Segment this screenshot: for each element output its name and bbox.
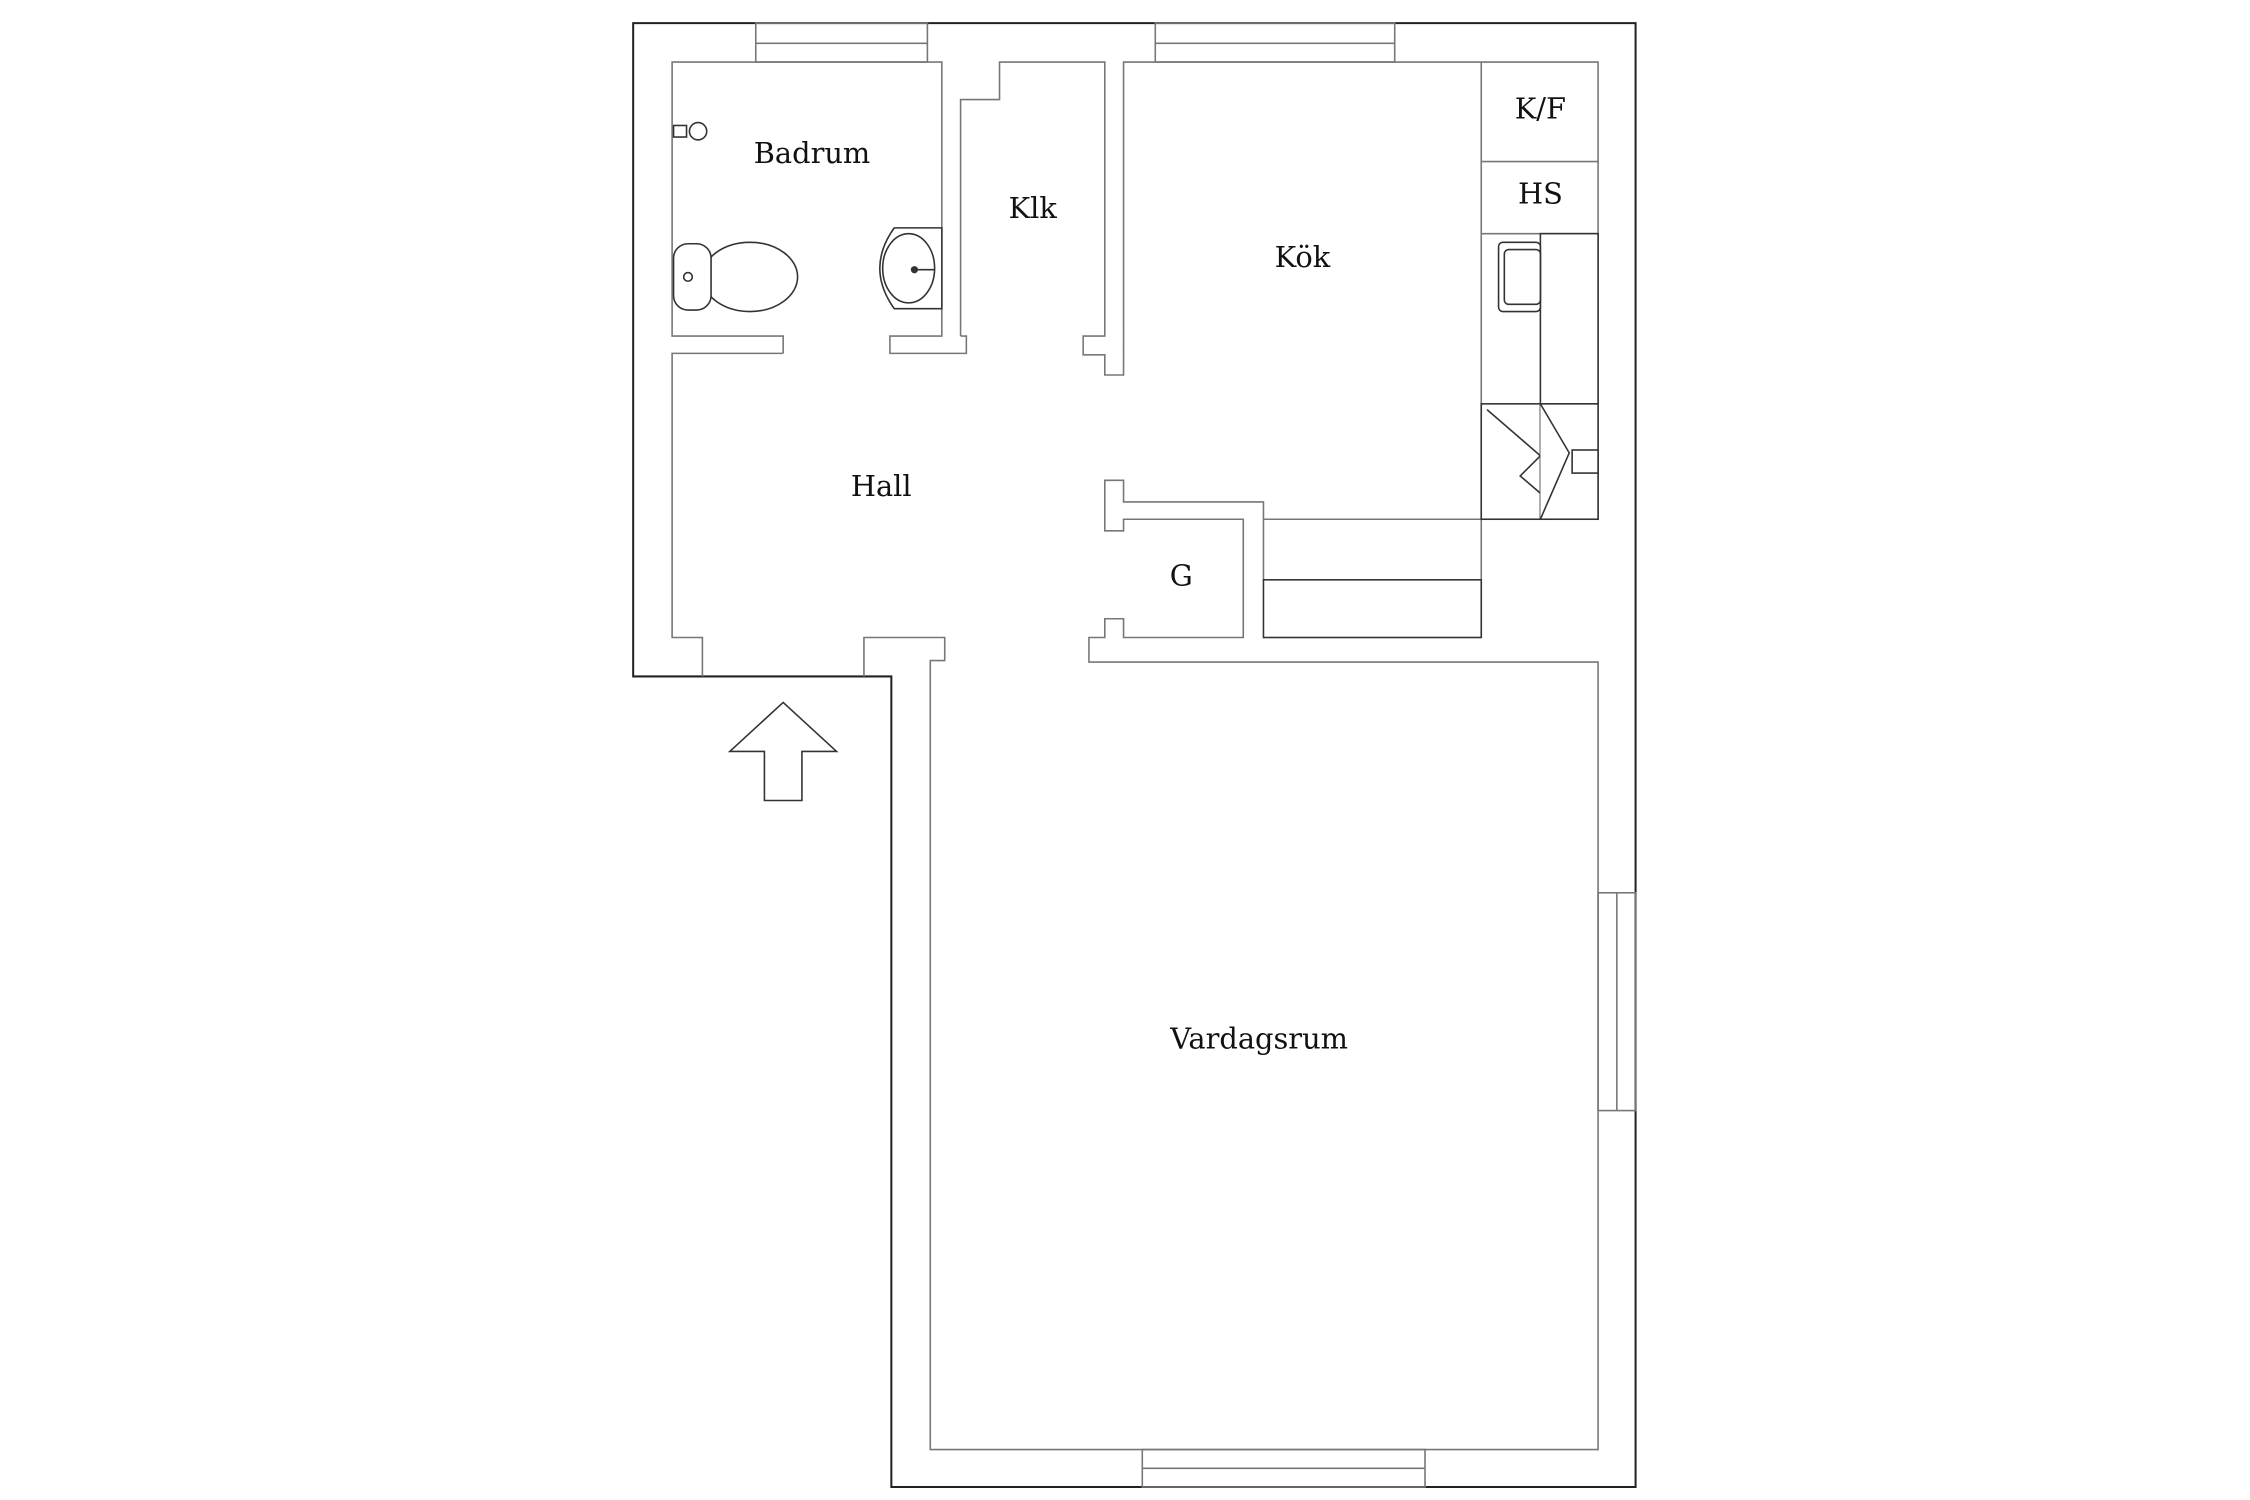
outer-wall [632,22,1637,1489]
kitchen-counter [1539,232,1599,405]
room-label-kok: Kök [1275,240,1331,274]
room-label-hs: HS [1518,176,1563,210]
room-label-kf: K/F [1515,91,1566,125]
room-label-badrum: Badrum [754,136,871,170]
room-label-g: G [1170,559,1193,593]
inner-walls [671,61,1599,1451]
room-label-hall: Hall [851,469,912,503]
room-label-klk: Klk [1009,191,1058,225]
kitchen-sink-icon [1497,241,1542,313]
room-label-vardagsrum: Vardagsrum [1169,1022,1348,1056]
entrance-arrow-icon [727,701,839,802]
towel-hook-icon [672,121,708,141]
toilet-icon [672,241,799,313]
storage-shelf [1262,579,1483,639]
sink-icon [879,227,943,310]
stove-icon [1480,403,1599,521]
